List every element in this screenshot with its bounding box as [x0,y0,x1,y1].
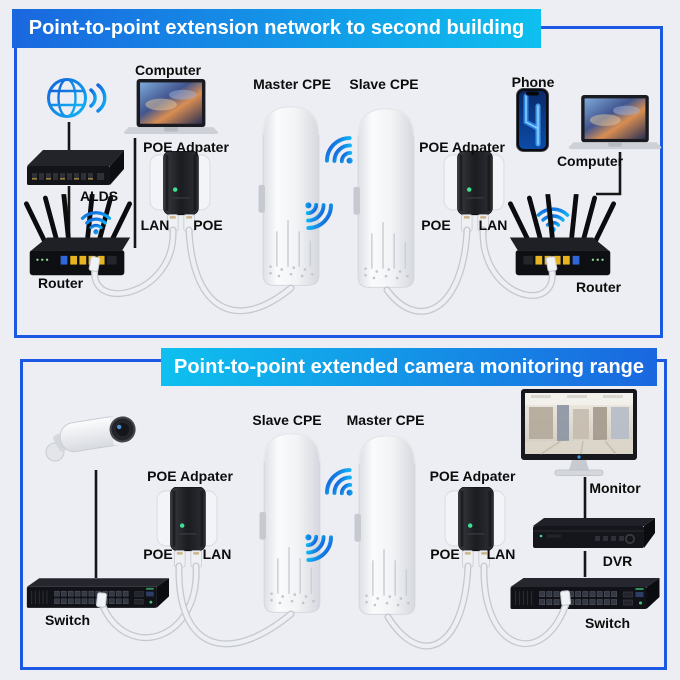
label-router-left: Router [37,275,84,291]
bottom-banner: Point-to-point extended camera monitorin… [161,348,657,386]
dvr-device [533,517,655,549]
wifi-icon-left [80,208,112,235]
label-master-cpe-bottom: Master CPE [346,412,425,428]
top-banner: Point-to-point extension network to seco… [12,9,541,48]
label-slave-cpe-bottom: Slave CPE [252,412,322,428]
label-master-cpe-top: Master CPE [253,76,331,92]
label-poe-top-left: POE [193,217,223,233]
label-computer-left: Computer [134,62,202,78]
monitor-device [521,389,637,477]
label-lan-bottom-left: LAN [202,546,232,562]
switch-device-left [24,577,169,612]
modem-device [27,149,124,186]
label-switch-left: Switch [44,612,91,628]
phone-device [516,88,549,152]
label-lan-top-right: LAN [478,217,508,233]
label-poe-top-right: POE [421,217,451,233]
switch-device-right [506,577,661,613]
label-computer-right: Computer [556,153,624,169]
laptop-computer-icon-right [568,95,662,151]
laptop-computer-icon-left [123,79,219,136]
label-router-right: Router [575,279,622,295]
router-device-left [22,194,134,283]
globe-signal-icon [45,74,109,122]
label-switch-right: Switch [584,615,631,631]
label-alds: ALDS [79,188,119,204]
label-slave-cpe-top: Slave CPE [349,76,419,92]
router-device-right [506,194,618,283]
cpe-device-master-bottom [352,432,422,618]
label-monitor: Monitor [589,480,641,496]
cpe-device-slave-top [351,105,421,291]
label-poe-adapter-top-right: POE Adpater [419,139,505,155]
label-dvr: DVR [602,553,633,569]
label-phone: Phone [511,74,555,90]
label-lan-bottom-right: LAN [486,546,516,562]
label-poe-adapter-top-left: POE Adpater [143,139,229,155]
camera-device [42,406,142,464]
label-lan-top-left: LAN [140,217,170,233]
label-poe-adapter-bottom-left: POE Adpater [147,468,233,484]
label-poe-bottom-right: POE [430,546,460,562]
label-poe-bottom-left: POE [143,546,173,562]
label-poe-adapter-bottom-right: POE Adpater [429,468,516,484]
